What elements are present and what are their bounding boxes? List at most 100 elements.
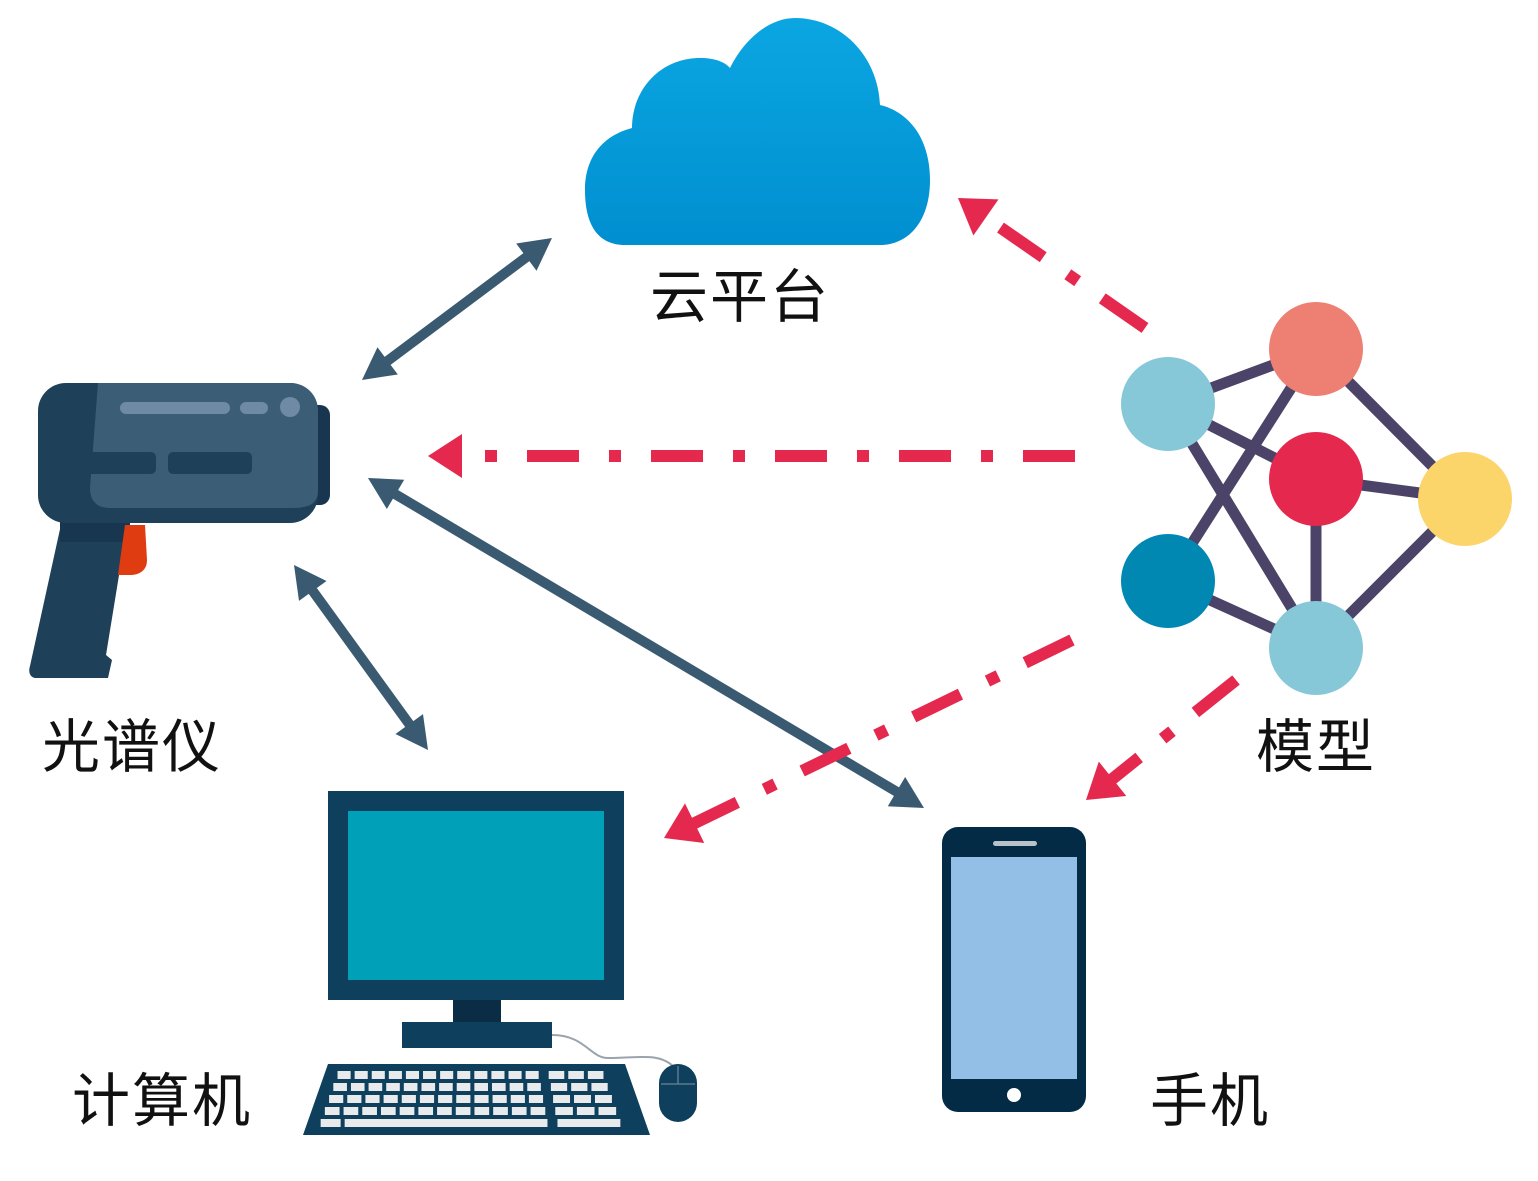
key — [320, 1119, 341, 1127]
link-model-computer — [664, 634, 1075, 843]
key — [329, 1095, 344, 1103]
arrowhead-icon — [368, 478, 405, 509]
key — [354, 1071, 368, 1079]
model-label: 模型 — [1256, 713, 1377, 781]
link-shaft — [980, 211, 1149, 333]
cloud-icon — [585, 18, 930, 245]
key — [371, 1071, 385, 1079]
nn-node — [1121, 534, 1215, 628]
key — [423, 1071, 437, 1079]
link-shaft — [306, 584, 416, 731]
key — [525, 1071, 539, 1079]
key — [474, 1083, 488, 1091]
key — [399, 1107, 415, 1115]
phone-label: 手机 — [1150, 1067, 1271, 1135]
link-model-spectrometer — [428, 434, 1075, 478]
key — [455, 1107, 471, 1115]
key — [439, 1083, 453, 1091]
key — [347, 1095, 362, 1103]
nn-node — [1269, 601, 1363, 695]
key — [421, 1083, 436, 1091]
link-shaft — [1107, 675, 1240, 785]
key — [548, 1071, 565, 1079]
key — [438, 1095, 453, 1103]
arrowhead-icon — [362, 347, 398, 380]
key — [527, 1083, 541, 1091]
key — [368, 1083, 383, 1091]
link-shaft — [389, 487, 903, 799]
key — [350, 1083, 365, 1091]
dash-dot-links — [428, 198, 1240, 843]
link-model-phone — [1086, 675, 1240, 800]
key — [380, 1107, 396, 1115]
key — [571, 1083, 588, 1091]
key — [457, 1071, 471, 1079]
nn-node — [1121, 357, 1215, 451]
key — [383, 1095, 398, 1103]
key — [474, 1071, 488, 1079]
key — [474, 1107, 490, 1115]
key — [553, 1095, 571, 1103]
key — [574, 1095, 591, 1103]
arrowhead-icon — [516, 238, 552, 271]
key — [440, 1071, 454, 1079]
desktop-computer-icon — [303, 791, 697, 1135]
key — [437, 1107, 452, 1115]
link-shaft — [690, 634, 1075, 830]
key — [530, 1107, 546, 1115]
nn-node — [1269, 432, 1363, 526]
key — [493, 1107, 508, 1115]
link-shaft — [381, 250, 533, 368]
key — [508, 1071, 522, 1079]
key — [587, 1071, 604, 1079]
arrowhead-icon — [664, 803, 705, 843]
arrowhead-icon — [428, 434, 462, 478]
nn-node — [1269, 302, 1363, 396]
cloud-platform-label: 云平台 — [650, 263, 831, 331]
arrowhead-icon — [958, 198, 999, 236]
key — [388, 1071, 402, 1079]
key — [591, 1083, 608, 1091]
link-model-cloud — [958, 198, 1149, 333]
nn-node — [1418, 452, 1512, 546]
key — [365, 1095, 380, 1103]
key — [333, 1083, 347, 1091]
key — [568, 1071, 584, 1079]
key — [598, 1107, 617, 1115]
key — [555, 1107, 573, 1115]
computer-label: 计算机 — [72, 1067, 253, 1135]
key — [343, 1107, 359, 1115]
key — [337, 1071, 351, 1079]
key — [401, 1095, 416, 1103]
key — [491, 1071, 505, 1079]
key — [594, 1095, 612, 1103]
key — [419, 1095, 435, 1103]
solid-links — [294, 238, 924, 808]
smartphone-icon — [942, 827, 1086, 1112]
link-spectrometer-computer — [294, 565, 428, 750]
link-spectrometer-cloud — [362, 238, 552, 380]
key — [576, 1107, 595, 1115]
key — [528, 1095, 544, 1103]
neural-network-icon — [1121, 302, 1512, 695]
link-spectrometer-phone — [368, 478, 924, 808]
spacebar — [344, 1119, 548, 1127]
key — [456, 1083, 471, 1091]
arrowhead-icon — [294, 565, 327, 601]
key — [492, 1095, 507, 1103]
key — [403, 1083, 418, 1091]
arrowhead-icon — [1086, 761, 1127, 800]
key — [509, 1083, 524, 1091]
key — [474, 1095, 489, 1103]
key — [491, 1083, 506, 1091]
arrowhead-icon — [887, 777, 924, 808]
key — [510, 1095, 525, 1103]
key — [386, 1083, 400, 1091]
spectrometer-gun-icon — [29, 383, 330, 678]
key — [550, 1083, 568, 1091]
arrowhead-icon — [395, 714, 428, 750]
key — [405, 1071, 420, 1079]
spectrometer-label: 光谱仪 — [42, 713, 223, 781]
key — [557, 1119, 621, 1127]
